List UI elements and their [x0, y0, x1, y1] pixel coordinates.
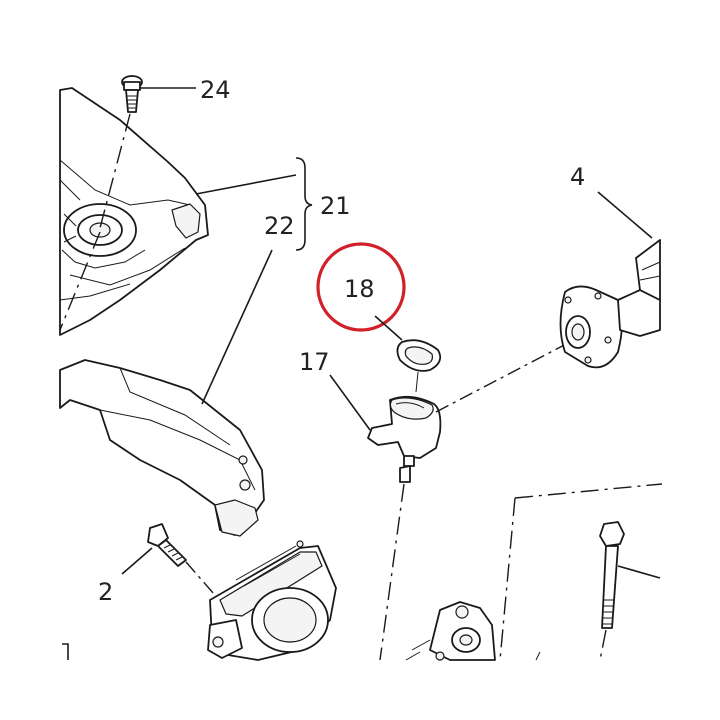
bolt-2: [121, 523, 229, 611]
gasket-18: [374, 315, 442, 393]
screw-24: [59, 75, 196, 331]
leader-21: [195, 174, 297, 195]
axis-line-17-4: [435, 341, 571, 413]
bracket-22: [59, 359, 265, 537]
callout-24: 24: [200, 76, 231, 104]
callout-21: 21: [320, 192, 351, 220]
throttle-body: [207, 540, 337, 661]
edge-mark: [62, 643, 69, 660]
callout-2: 2: [98, 578, 113, 606]
axis-line-17-down: [379, 483, 405, 661]
callout-22: 22: [264, 212, 295, 240]
callout-4: 4: [570, 163, 585, 191]
lower-right-assembly: [405, 483, 663, 661]
shaft-4: [559, 191, 661, 369]
highlight-circle: [316, 242, 406, 332]
brace-21: [295, 157, 313, 251]
callout-18: 18: [344, 275, 375, 303]
callout-17: 17: [299, 348, 330, 376]
cover-assembly: [59, 87, 209, 336]
valve-17: [329, 374, 442, 483]
long-bolt: [599, 521, 661, 661]
leader-22: [201, 249, 273, 405]
